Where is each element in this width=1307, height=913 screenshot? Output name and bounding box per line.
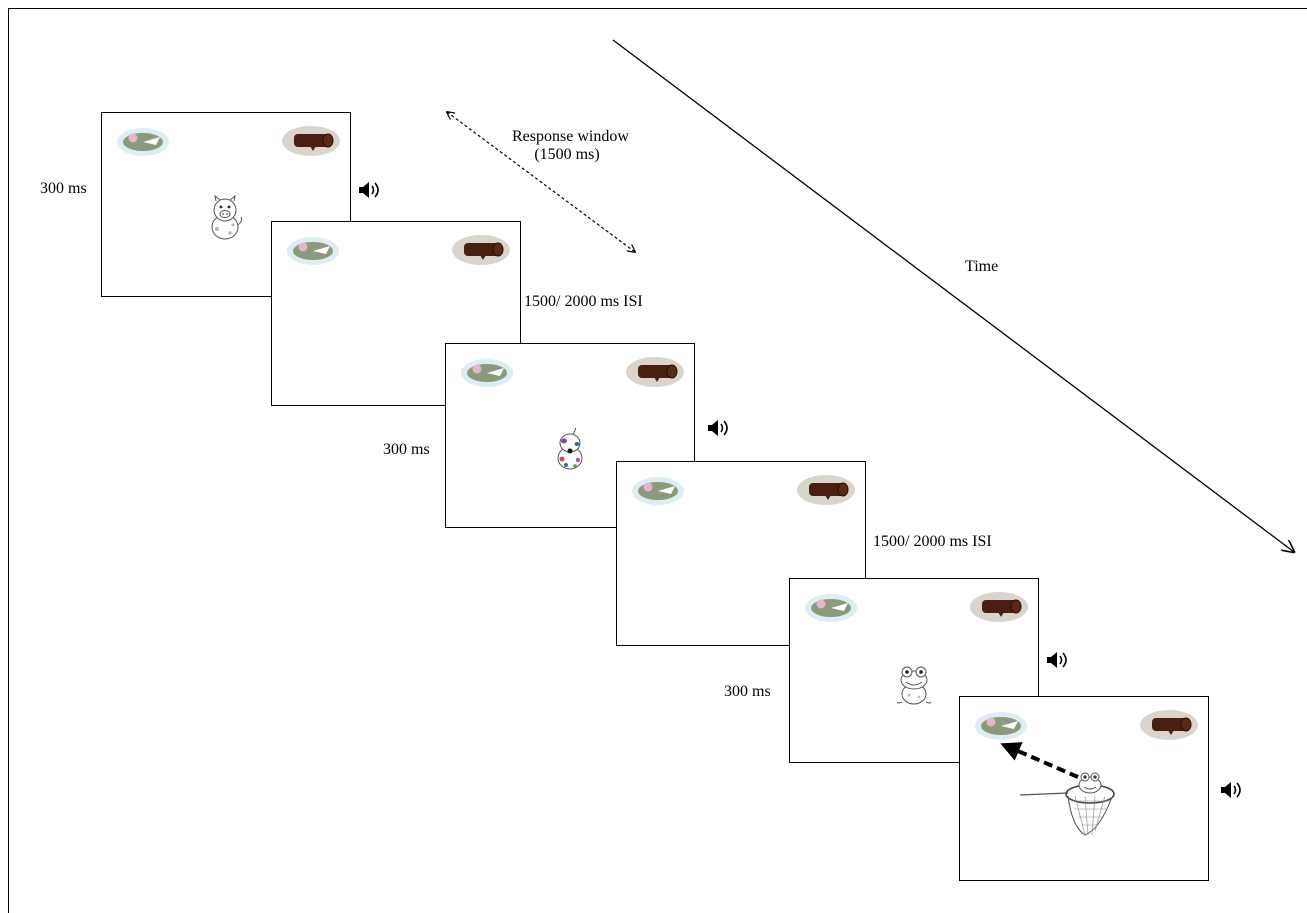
log-icon [282,126,340,156]
speaker-icon [359,182,379,198]
stimulus-2-duration: 300 ms [383,441,430,458]
lily-pad-icon [975,712,1027,740]
isi-1-label: 1500/ 2000 ms ISI [524,293,643,310]
frog-icon [896,666,932,705]
log-icon [452,235,510,265]
response-window-line1: Response window [512,128,629,145]
speaker-icon [1047,652,1067,668]
cow-icon [557,428,583,470]
speaker-icon [1221,782,1241,798]
response-window-line2: (1500 ms) [534,146,600,163]
outer-border [8,8,1307,913]
lily-pad-icon [117,128,169,156]
frame-3-cow-stimulus [445,343,695,528]
pig-icon [211,195,243,240]
lily-pad-icon [461,359,513,387]
response-window-label: Response window (1500 ms) [512,128,629,164]
lily-pad-icon [805,594,857,622]
frame-5-frog-stimulus [789,578,1039,763]
log-icon [970,592,1028,622]
stimulus-1-duration: 300 ms [40,180,87,197]
response-window-arrow [447,112,635,252]
log-icon [1140,710,1198,740]
frog-icon [1078,772,1102,794]
isi-2-label: 1500/ 2000 ms ISI [873,533,992,550]
log-icon [797,475,855,505]
lily-pad-icon [287,237,339,265]
stimulus-3-duration: 300 ms [724,683,771,700]
lily-pad-icon [632,477,684,505]
time-label: Time [965,258,999,275]
speaker-icon [708,420,728,436]
log-icon [626,357,684,387]
dashed-arrow [1000,742,1079,779]
net-icon [1019,784,1115,836]
time-arrow [612,39,1294,552]
net-and-arrow [1000,742,1115,836]
frame-6-frog-caught-feedback [959,696,1209,881]
